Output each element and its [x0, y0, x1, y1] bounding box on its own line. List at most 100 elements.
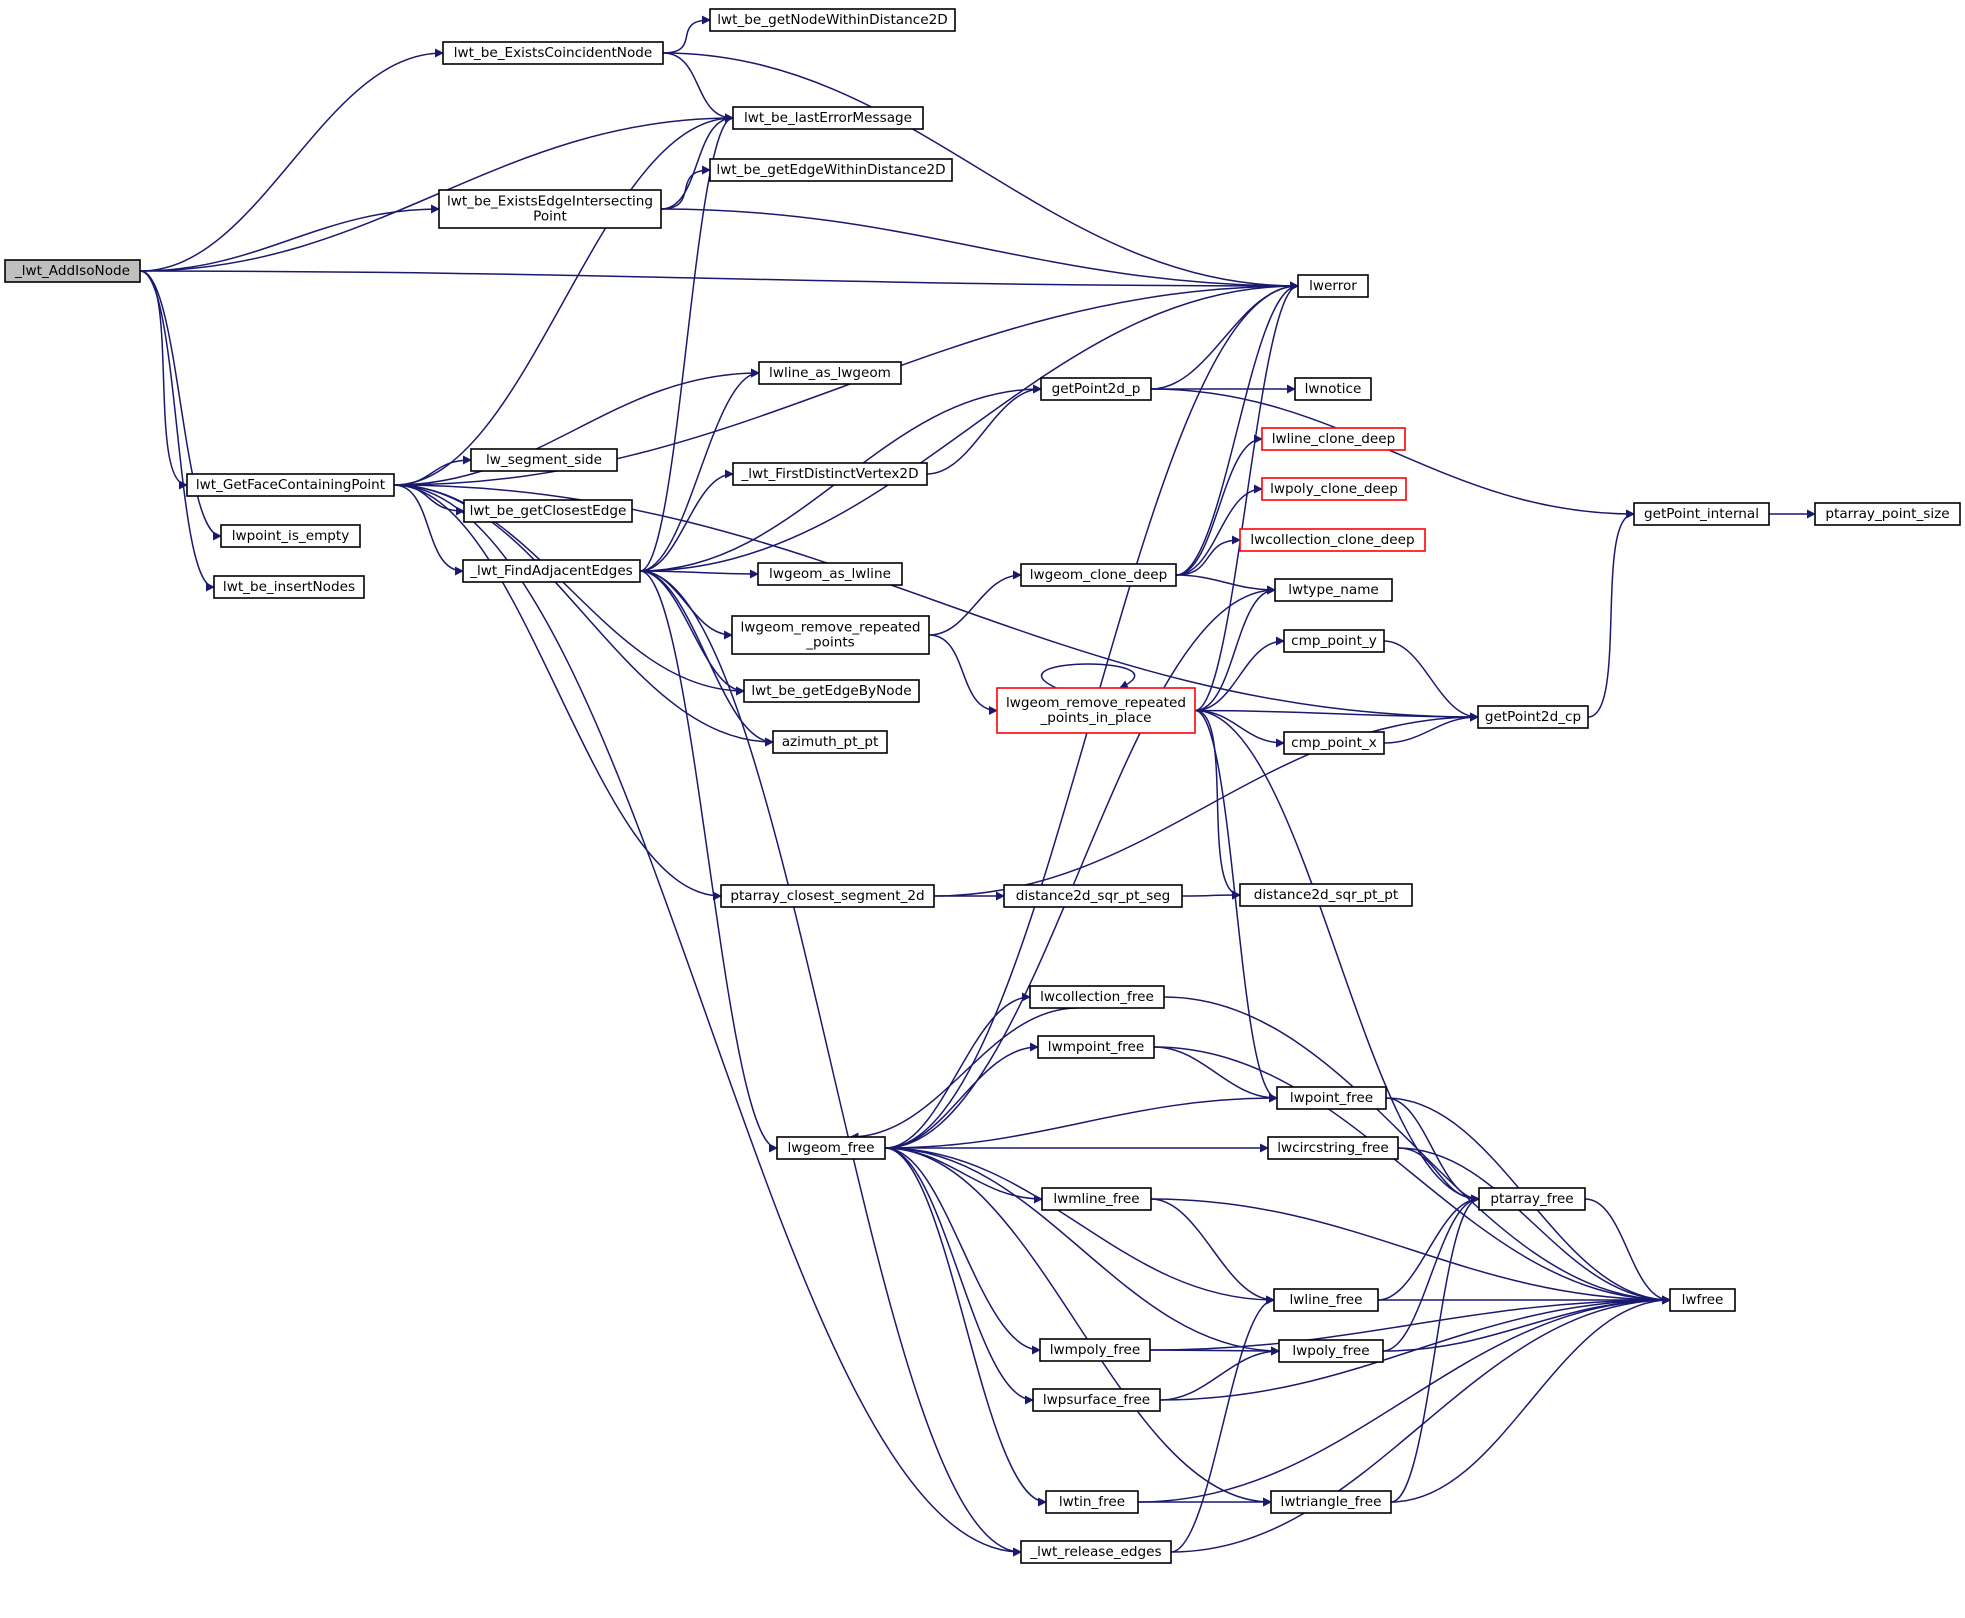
node-label: _points_in_place: [1039, 710, 1151, 726]
edge-path: [139, 48, 444, 272]
node-lwcircstring-free[interactable]: lwcircstring_free: [1267, 1136, 1399, 1160]
node-azimuth-pt-pt[interactable]: azimuth_pt_pt: [772, 730, 888, 754]
edge-path: [1153, 1046, 1671, 1305]
node-lwpsurface-free[interactable]: lwpsurface_free: [1032, 1388, 1161, 1412]
node-find-adjacent-edges[interactable]: _lwt_FindAdjacentEdges: [462, 559, 641, 583]
edge-path: [1150, 388, 1635, 519]
edge-release-edges-to-lwfree: [1170, 1295, 1671, 1553]
node-insert-nodes[interactable]: lwt_be_insertNodes: [213, 575, 365, 599]
node-get-closest-edge[interactable]: lwt_be_getClosestEdge: [463, 499, 633, 523]
edge-path: [884, 1147, 1047, 1507]
edge-path: [1170, 1295, 1671, 1553]
node-box: [1270, 1490, 1392, 1514]
node-last-error-message[interactable]: lwt_be_lastErrorMessage: [732, 106, 924, 130]
node-lwnotice[interactable]: lwnotice: [1294, 377, 1372, 401]
node-lwgeom-free[interactable]: lwgeom_free: [776, 1136, 886, 1160]
edge-find-adjacent-edges-to-lwerror: [639, 281, 1299, 572]
node-lwmpoly-free[interactable]: lwmpoly_free: [1039, 1338, 1151, 1362]
node-lwtriangle-free[interactable]: lwtriangle_free: [1270, 1490, 1392, 1514]
node-lwgeom-remove-repeated-points[interactable]: lwgeom_remove_repeated_points: [731, 615, 930, 655]
node-ptarray-closest-segment2d[interactable]: ptarray_closest_segment_2d: [720, 884, 935, 908]
node-label: distance2d_sqr_pt_pt: [1254, 887, 1399, 903]
node-label: distance2d_sqr_pt_seg: [1016, 888, 1171, 904]
node-lwtype-name[interactable]: lwtype_name: [1274, 578, 1393, 602]
node-distance2d-sqr-pt-pt[interactable]: distance2d_sqr_pt_pt: [1239, 883, 1413, 907]
node-get-edge-by-node[interactable]: lwt_be_getEdgeByNode: [743, 679, 920, 703]
edge-find-adjacent-edges-to-get-edge-by-node: [639, 570, 745, 696]
node-remove-repeated-in-place[interactable]: lwgeom_remove_repeated_points_in_place: [996, 687, 1196, 734]
node-lwpoly-clone-deep[interactable]: lwpoly_clone_deep: [1261, 477, 1407, 501]
node-get-node-within-distance2-d[interactable]: lwt_be_getNodeWithinDistance2D: [709, 8, 956, 32]
node-lw-segment-side[interactable]: lw_segment_side: [470, 448, 618, 472]
node-cmp-point-x[interactable]: cmp_point_x: [1283, 731, 1385, 755]
node-box: [732, 462, 928, 486]
edge-get-face-containing-point-to-last-error-message: [393, 113, 734, 486]
edge-path: [1175, 484, 1263, 576]
node-ptarray-free[interactable]: ptarray_free: [1478, 1187, 1586, 1211]
node-label: lwt_be_getEdgeWithinDistance2D: [716, 162, 945, 178]
edge-get-face-containing-point-to-release-edges: [393, 484, 1022, 1557]
node-lwline-clone-deep[interactable]: lwline_clone_deep: [1261, 427, 1406, 451]
node-label: _lwt_AddIsoNode: [14, 263, 130, 279]
node-distance2d-sqr-pt-seg[interactable]: distance2d_sqr_pt_seg: [1003, 884, 1183, 908]
node-first-distinct-vertex2-d[interactable]: _lwt_FirstDistinctVertex2D: [732, 462, 928, 486]
node-cmp-point-y[interactable]: cmp_point_y: [1283, 629, 1385, 653]
edge-path: [1170, 1295, 1275, 1553]
edge-path: [639, 570, 1022, 1557]
node-lwmline-free[interactable]: lwmline_free: [1041, 1187, 1152, 1211]
node-lwcollection-clone-deep[interactable]: lwcollection_clone_deep: [1239, 528, 1426, 552]
node-get-face-containing-point[interactable]: lwt_GetFaceContainingPoint: [186, 473, 395, 497]
edge-lwgeom-free-to-lwmpoly-free: [884, 1147, 1041, 1355]
edge-find-adjacent-edges-to-last-error-message: [639, 113, 734, 572]
node-get-edge-within-distance2-d[interactable]: lwt_be_getEdgeWithinDistance2D: [709, 158, 953, 182]
node-ptarray-point-size[interactable]: ptarray_point_size: [1814, 502, 1961, 526]
edge-find-adjacent-edges-to-lwgeom-free: [639, 570, 778, 1153]
node-box: [1020, 1540, 1172, 1564]
node-box: [1274, 578, 1393, 602]
node-box: [1669, 1288, 1736, 1312]
edge-path: [1159, 1346, 1280, 1401]
node-get-point2d-p[interactable]: getPoint2d_p: [1040, 377, 1152, 401]
node-lwfree[interactable]: lwfree: [1669, 1288, 1736, 1312]
node-lwpoint-free[interactable]: lwpoint_free: [1276, 1086, 1387, 1110]
node-label: lwt_be_ExistsEdgeIntersecting: [447, 194, 653, 210]
node-get-point-internal[interactable]: getPoint_internal: [1633, 502, 1770, 526]
edge-path: [639, 469, 734, 572]
node-release-edges[interactable]: _lwt_release_edges: [1020, 1540, 1172, 1564]
node-lwgeom-as-lwline[interactable]: lwgeom_as_lwline: [757, 562, 903, 586]
edge-path: [884, 1042, 1039, 1149]
edge-lwpoly-free-to-ptarray-free: [1382, 1194, 1480, 1352]
node-box: [1273, 1288, 1379, 1312]
node-lwerror[interactable]: lwerror: [1297, 274, 1369, 298]
edge-path: [393, 484, 1479, 722]
edge-lwmline-free-to-lwfree: [1150, 1198, 1671, 1305]
node-label: lwt_GetFaceContainingPoint: [196, 477, 385, 493]
node-lwmpoint-free[interactable]: lwmpoint_free: [1037, 1035, 1155, 1059]
node-lwpoly-free[interactable]: lwpoly_free: [1278, 1339, 1384, 1363]
node-label: lwcollection_clone_deep: [1250, 532, 1414, 548]
node-label: lwmline_free: [1053, 1191, 1139, 1207]
node-lwtin-free[interactable]: lwtin_free: [1045, 1490, 1139, 1514]
node-label: lwline_as_lwgeom: [769, 365, 891, 381]
node-lwline-free[interactable]: lwline_free: [1273, 1288, 1379, 1312]
edge-remove-repeated-in-place-to-ptarray-free: [1194, 709, 1480, 1204]
edge-find-adjacent-edges-to-release-edges: [639, 570, 1022, 1557]
edge-get-face-containing-point-to-find-adjacent-edges: [393, 484, 464, 576]
node-lwgeom-clone-deep[interactable]: lwgeom_clone_deep: [1020, 563, 1177, 587]
node-lwcollection-free[interactable]: lwcollection_free: [1029, 985, 1165, 1009]
node-lwline-as-lwgeom[interactable]: lwline_as_lwgeom: [758, 361, 902, 385]
node-label: lwt_be_lastErrorMessage: [744, 110, 912, 126]
node-get-point2d-cp[interactable]: getPoint2d_cp: [1477, 705, 1589, 729]
edge-path: [849, 1007, 1078, 1142]
edge-cmp-point-y-to-get-point2d-cp: [1383, 640, 1479, 722]
node-add-iso-node[interactable]: _lwt_AddIsoNode: [4, 259, 141, 283]
node-box: [709, 8, 956, 32]
node-exists-coincident-node[interactable]: lwt_be_ExistsCoincidentNode: [442, 41, 664, 65]
edge-get-face-containing-point-to-lwerror: [393, 281, 1299, 486]
node-box: [442, 41, 664, 65]
edge-path: [1150, 1198, 1671, 1305]
node-lwpoint-is-empty[interactable]: lwpoint_is_empty: [220, 524, 361, 548]
edge-path: [884, 1147, 1043, 1204]
